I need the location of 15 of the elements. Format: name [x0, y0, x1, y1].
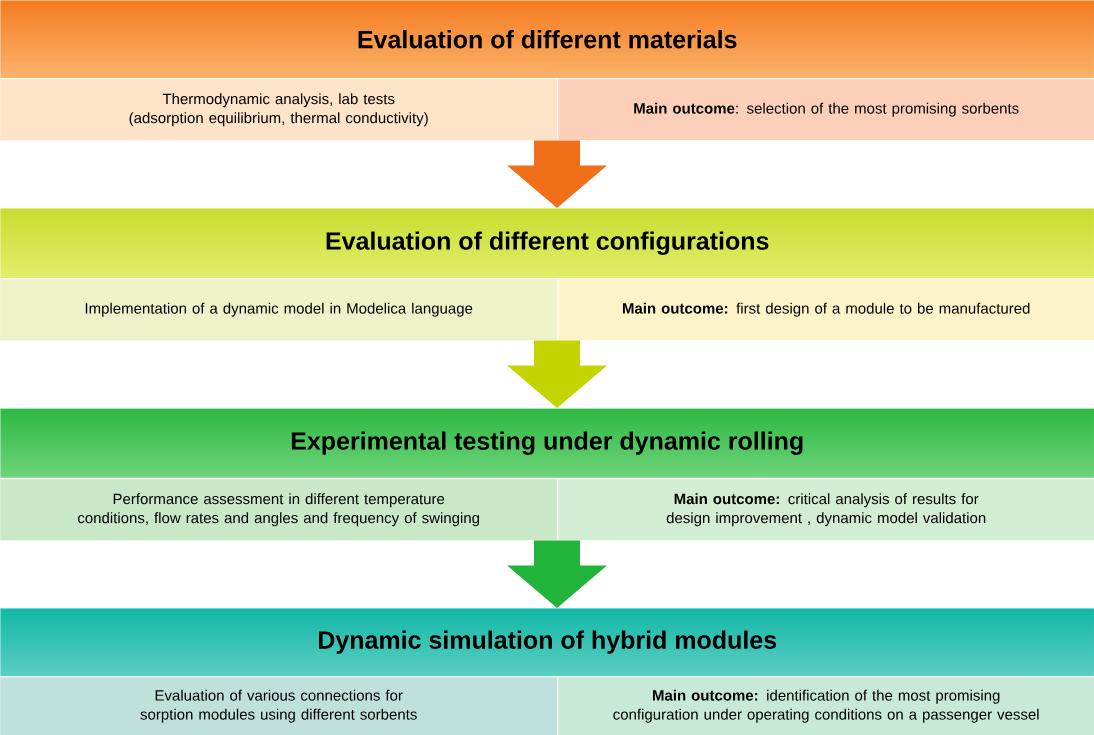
stage-header: Evaluation of different materials: [358, 30, 737, 49]
description-cell: Thermodynamic analysis, lab tests (adsorption equilibrium, thermal conductivity): [0, 79, 558, 141]
down-arrow: [507, 340, 607, 408]
down-arrow: [507, 540, 607, 608]
outcome-cell: Main outcome: selection of the most promising sorbents: [558, 79, 1094, 141]
outcome-cell: Main outcome: critical analysis of results for design improvement , dynamic model validation: [558, 479, 1094, 541]
description-cell: Performance assessment in different temperature conditions, flow rates and angles and frequency of swinging: [0, 479, 558, 541]
outcome-cell: Main outcome: identification of the most promising configuration under operating conditions on a passenger vessel: [558, 677, 1094, 735]
outcome-cell: Main outcome: first design of a module to be manufactured: [558, 279, 1094, 341]
stage-header: Evaluation of different configurations: [326, 231, 769, 255]
down-arrow: [507, 140, 607, 208]
stage-header: Experimental testing under dynamic rolling: [291, 431, 803, 455]
description-cell: Implementation of a dynamic model in Modelica language: [0, 279, 558, 341]
description-cell: Evaluation of various connections for sorption modules using different sorbents: [0, 677, 558, 735]
stage-header: Dynamic simulation of hybrid modules: [319, 630, 777, 654]
